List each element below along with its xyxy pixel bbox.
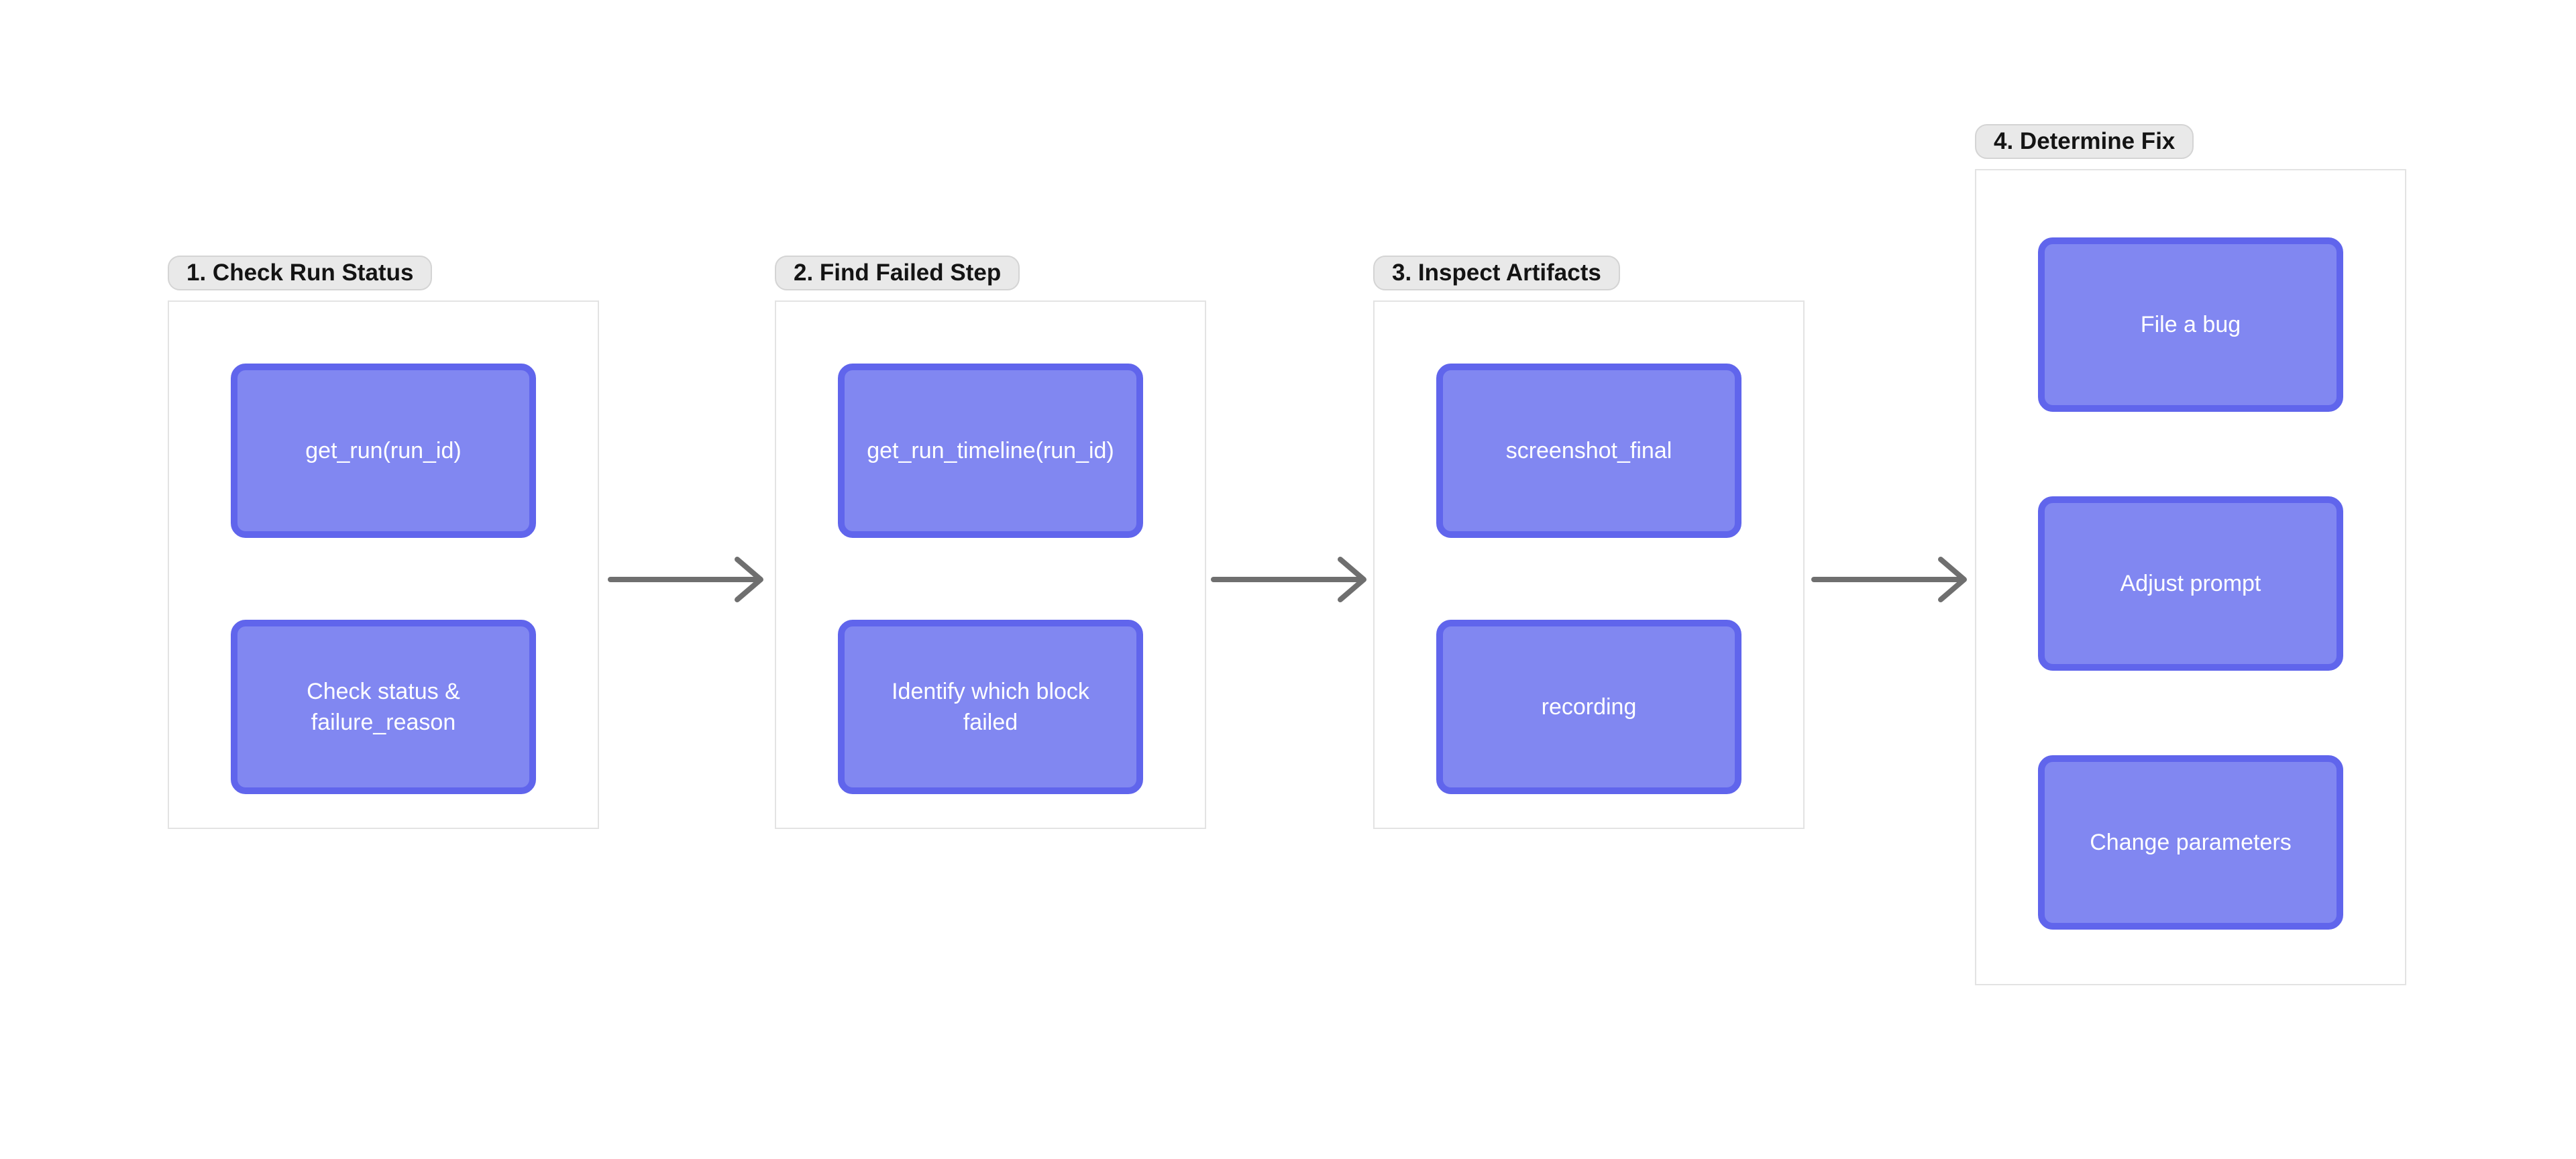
node-label: recording	[1541, 694, 1637, 720]
step-group-check-run-status: 1. Check Run Status get_run(run_id) Chec…	[168, 256, 599, 829]
group-label-check-run-status: 1. Check Run Status	[168, 256, 433, 290]
group-label-inspect-artifacts: 3. Inspect Artifacts	[1373, 256, 1620, 290]
node-label: File a bug	[2140, 311, 2241, 337]
group-box-find-failed-step: get_run_timeline(run_id) Identify which …	[775, 300, 1206, 829]
node-label: Identify which block failed	[892, 678, 1089, 735]
node-label: Check status & failure_reason	[307, 678, 460, 735]
node-check-status-failure-reason: Check status & failure_reason	[231, 620, 536, 794]
step-group-inspect-artifacts: 3. Inspect Artifacts screenshot_final re…	[1373, 256, 1805, 829]
node-get-run: get_run(run_id)	[231, 364, 536, 538]
step-group-find-failed-step: 2. Find Failed Step get_run_timeline(run…	[775, 256, 1206, 829]
step-group-determine-fix: 4. Determine Fix File a bug Adjust promp…	[1975, 124, 2406, 985]
group-box-inspect-artifacts: screenshot_final recording	[1373, 300, 1805, 829]
arrow-right-icon-step1-to-step2	[608, 557, 763, 602]
node-identify-failed-block: Identify which block failed	[838, 620, 1143, 794]
group-label-text: 1. Check Run Status	[186, 260, 414, 286]
node-label: Adjust prompt	[2120, 570, 2261, 596]
node-recording: recording	[1436, 620, 1741, 794]
group-label-text: 2. Find Failed Step	[794, 260, 1002, 286]
node-label: Change parameters	[2090, 829, 2292, 855]
arrow-right-icon-step3-to-step4	[1811, 557, 1967, 602]
node-label: screenshot_final	[1505, 437, 1672, 463]
group-label-find-failed-step: 2. Find Failed Step	[775, 256, 1020, 290]
group-label-determine-fix: 4. Determine Fix	[1975, 124, 2194, 159]
node-screenshot-final: screenshot_final	[1436, 364, 1741, 538]
group-box-determine-fix: File a bug Adjust prompt Change paramete…	[1975, 169, 2406, 985]
node-label: get_run(run_id)	[305, 437, 462, 463]
group-label-text: 3. Inspect Artifacts	[1392, 260, 1601, 286]
node-adjust-prompt: Adjust prompt	[2038, 496, 2343, 671]
arrow-right-icon-step2-to-step3	[1211, 557, 1366, 602]
group-box-check-run-status: get_run(run_id) Check status & failure_r…	[168, 300, 599, 829]
node-get-run-timeline: get_run_timeline(run_id)	[838, 364, 1143, 538]
node-label: get_run_timeline(run_id)	[867, 437, 1114, 463]
node-file-a-bug: File a bug	[2038, 237, 2343, 412]
group-label-text: 4. Determine Fix	[1994, 128, 2176, 154]
node-change-parameters: Change parameters	[2038, 755, 2343, 930]
